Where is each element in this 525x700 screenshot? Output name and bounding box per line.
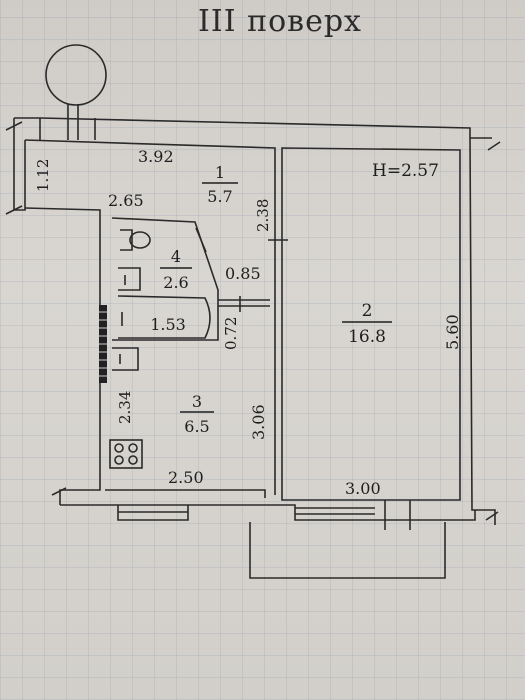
kitchen-sink-icon bbox=[112, 347, 139, 371]
dim-3-00: 3.00 bbox=[345, 479, 381, 498]
room-5-area: 1.53 bbox=[150, 315, 186, 334]
sink-icon bbox=[118, 267, 141, 291]
balcony bbox=[249, 522, 446, 579]
dim-3-92: 3.92 bbox=[138, 147, 174, 166]
dim-2-38: 2.38 bbox=[254, 199, 272, 232]
room-2-area: 16.8 bbox=[348, 327, 386, 347]
room-4-number: 4 bbox=[171, 247, 181, 266]
room-1-number: 1 bbox=[215, 163, 225, 182]
dim-3-06: 3.06 bbox=[249, 404, 268, 440]
room-4-area: 2.6 bbox=[163, 273, 188, 292]
compass-circle bbox=[45, 44, 107, 106]
stove-icon bbox=[109, 439, 143, 469]
outer-wall-top bbox=[14, 117, 492, 139]
dim-0-72: 0.72 bbox=[222, 317, 240, 350]
dim-1-12: 1.12 bbox=[34, 159, 52, 192]
floor-title: III поверх bbox=[198, 4, 362, 39]
dim-5-60: 5.60 bbox=[443, 314, 462, 350]
dim-2-50: 2.50 bbox=[168, 468, 204, 487]
room-3-area: 6.5 bbox=[184, 417, 209, 436]
dim-0-85: 0.85 bbox=[225, 264, 261, 283]
room-2-walls bbox=[281, 147, 461, 501]
dim-2-65: 2.65 bbox=[108, 191, 144, 210]
dim-2-34: 2.34 bbox=[116, 391, 134, 424]
bathroom-walls bbox=[111, 217, 219, 341]
toilet-icon bbox=[120, 229, 133, 251]
ceiling-height: H=2.57 bbox=[372, 161, 439, 181]
room-1-area: 5.7 bbox=[207, 187, 232, 206]
room-3-number: 3 bbox=[192, 392, 202, 411]
room-2-number: 2 bbox=[362, 301, 373, 321]
